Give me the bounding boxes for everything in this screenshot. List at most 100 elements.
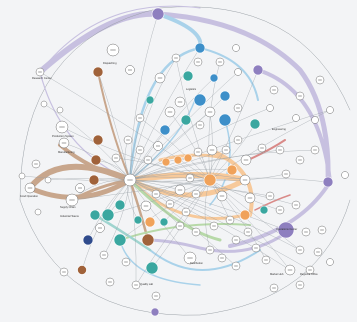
node-blue [194,42,206,54]
node-text-mark [298,159,302,161]
node-text-mark [188,177,192,179]
node-brown [92,66,104,78]
node-teal [159,217,169,227]
node-blue [193,93,207,107]
node-text-mark [157,77,163,79]
node-outline [292,114,300,122]
node-text-mark [146,159,150,161]
connector-line [129,95,226,181]
connector-line [21,175,211,182]
node-text-mark [138,117,142,119]
node-outline [234,68,242,76]
node-purple [151,7,165,21]
connector-line [97,71,131,181]
node-text-mark [69,199,75,201]
label-market-hub: Market Hub [270,272,284,276]
connector-line [209,179,301,251]
node-blue [218,113,232,127]
node-text-mark [154,295,158,297]
node-text-mark [184,211,188,213]
node-blue [209,73,219,83]
node-text-mark [246,231,250,233]
node-text-mark [61,142,67,144]
node-text-mark [97,227,103,229]
node-text-mark [268,195,272,197]
node-teal [113,233,127,247]
connector-line [43,103,131,181]
connector-line [129,149,316,181]
node-text-mark [228,219,232,221]
label-production-system: Production System [52,134,74,138]
node-text-mark [177,101,183,103]
node-text-mark [127,179,133,181]
node-text-mark [212,225,216,227]
arc-red-1 [247,139,286,161]
node-text-mark [218,61,222,63]
node-text-mark [27,187,33,189]
node-text-mark [272,287,276,289]
connector-line [129,179,231,221]
node-orange [203,173,217,187]
outer-arcs [19,5,351,316]
node-purple [150,307,160,317]
connector-line [47,178,131,181]
node-text-mark [298,249,302,251]
node-text-mark [209,149,215,151]
node-teal [145,261,159,275]
node-text-mark [207,111,213,113]
node-text-mark [168,203,172,205]
node-text-mark [313,149,317,151]
node-teal [145,95,155,105]
node-text-mark [260,147,264,149]
node-text-mark [124,261,128,263]
node-text-mark [236,139,240,141]
node-outline [34,208,42,216]
node-text-mark [318,79,322,81]
connector-line [209,179,267,261]
node-outline [40,100,48,108]
node-text-mark [208,249,212,251]
node-teal [114,199,126,211]
node-navy [82,234,94,246]
label-dispatching: Dispatching [103,61,117,65]
connector-line [129,99,151,181]
node-text-mark [287,269,293,271]
node-purple [322,176,334,188]
connector-line [129,47,201,181]
label-manufacturing: Manufacturing [58,150,75,154]
node-text-mark [278,149,282,151]
node-teal [182,70,194,82]
connector-line [103,179,131,256]
node-brown [92,134,104,146]
node-text-mark [194,231,198,233]
connector-line [87,179,131,241]
connector-line [135,179,211,286]
connector-line [129,179,191,259]
node-orange [173,155,183,165]
node-text-mark [38,71,42,73]
arc-blue-2 [128,46,202,182]
node-brown [88,174,100,186]
node-orange [239,209,251,221]
label-engineering: Engineering [272,127,286,131]
label-distribution: Distribution [190,261,204,265]
node-text-mark [134,284,138,286]
arc-blue-4 [149,249,261,271]
node-text-mark [34,163,38,165]
node-text-mark [127,69,133,71]
arc-blue-3 [199,47,259,101]
connector-line [129,107,271,181]
nodes [18,7,349,317]
node-text-mark [62,271,66,273]
node-text-mark [138,149,142,151]
node-text-mark [77,187,83,189]
connector-line [71,179,211,201]
node-outline [266,104,274,112]
node-text-mark [272,89,276,91]
node-orange [226,164,238,176]
node-brown [90,154,102,166]
node-text-mark [298,284,302,286]
arc-blue-5 [119,239,201,286]
node-text-mark [108,281,112,283]
